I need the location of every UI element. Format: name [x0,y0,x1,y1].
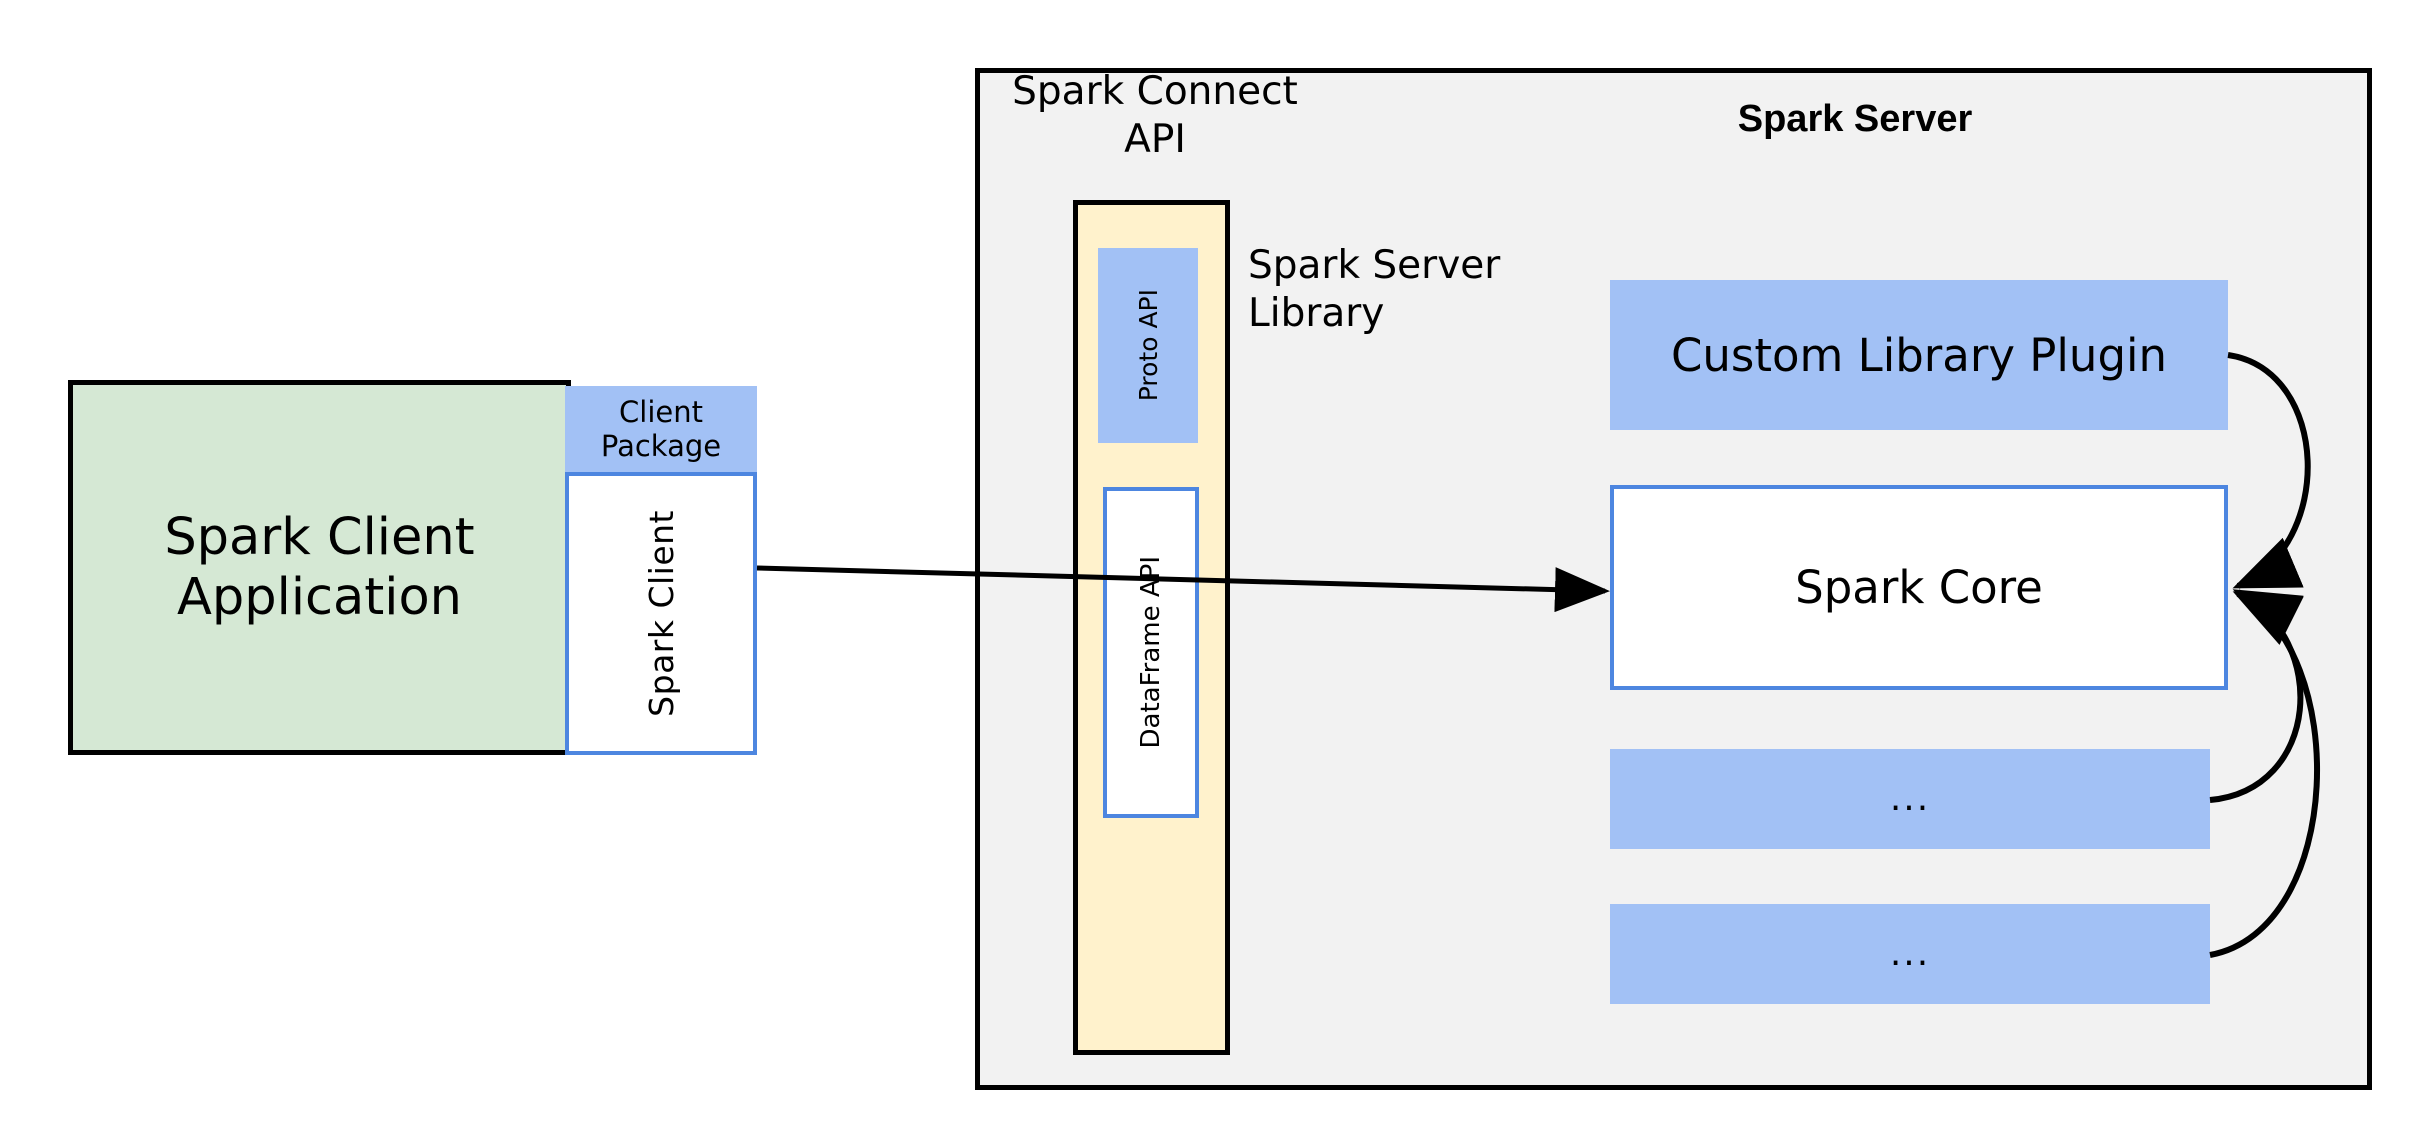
spark-client-application-label: Spark Client Application [164,508,475,627]
custom-library-plugin-box[interactable]: Custom Library Plugin [1610,280,2228,430]
custom-library-plugin-label: Custom Library Plugin [1670,328,2168,382]
spark-client-box[interactable]: Spark Client [565,472,757,755]
client-package-label: Client Package [600,394,722,463]
spark-server-library-label: Spark Server Library [1248,243,1501,336]
client-package-box[interactable]: Client Package [565,386,757,472]
proto-api-label: Proto API [1133,289,1163,402]
ellipsis-box-2[interactable]: ... [1610,904,2210,1004]
spark-core-box[interactable]: Spark Core [1610,485,2228,690]
spark-client-application-box[interactable]: Spark Client Application [68,380,571,755]
proto-api-box[interactable]: Proto API [1098,248,1198,443]
spark-client-label: Spark Client [641,510,681,717]
spark-connect-api-label: Spark Connect API [1012,69,1298,162]
dataframe-api-box[interactable]: DataFrame API [1103,487,1199,818]
ellipsis-label-1: ... [1889,777,1931,819]
ellipsis-box-1[interactable]: ... [1610,749,2210,849]
ellipsis-label-2: ... [1889,932,1931,974]
spark-core-label: Spark Core [1795,561,2043,614]
dataframe-api-label: DataFrame API [1136,556,1166,749]
spark-server-title: Spark Server [1737,98,1973,140]
